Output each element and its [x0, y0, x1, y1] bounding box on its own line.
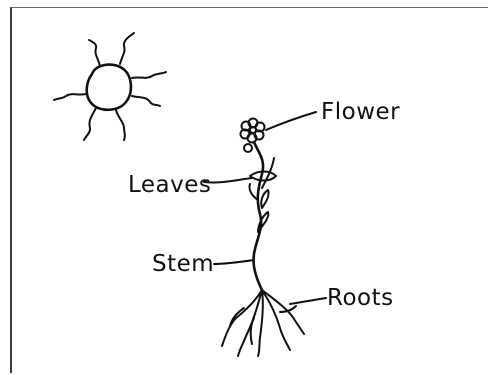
roots — [222, 290, 304, 356]
flower-label: Flower — [321, 101, 400, 124]
stem-line — [253, 142, 263, 290]
flower-pointer — [266, 112, 316, 130]
sun-icon — [54, 33, 166, 140]
stem-pointer — [214, 260, 254, 264]
flower-head — [241, 119, 265, 153]
leaves-label: Leaves — [128, 174, 211, 197]
roots-pointer — [290, 298, 326, 304]
roots-label: Roots — [327, 287, 394, 310]
stem-label: Stem — [152, 253, 214, 276]
